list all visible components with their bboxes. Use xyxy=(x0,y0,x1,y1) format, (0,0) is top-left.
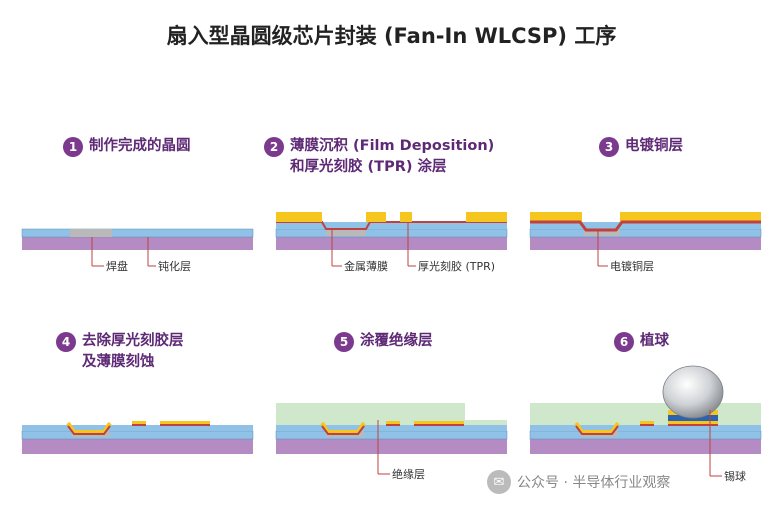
diagram-step-2: 金属薄膜 厚光刻胶 (TPR) xyxy=(275,212,508,273)
diagram-step-1: 焊盘 钝化层 xyxy=(21,228,254,273)
step-4-badge: 4 xyxy=(56,332,76,352)
label-metal-film: 金属薄膜 xyxy=(344,259,388,273)
step-1-badge: 1 xyxy=(63,137,83,157)
step-5-badge: 5 xyxy=(334,332,354,352)
solder-ball xyxy=(662,365,724,419)
step-3-title: 电镀铜层 xyxy=(625,138,683,154)
step-6-title: 植球 xyxy=(640,333,669,349)
passivation-layer xyxy=(21,228,254,238)
step-3-badge: 3 xyxy=(599,137,619,157)
step-6-badge: 6 xyxy=(614,332,634,352)
step-2-header: 2 薄膜沉积 (Film Deposition) 和厚光刻胶 (TPR) 涂层 xyxy=(264,136,494,178)
diagram-step-5: 绝缘层 xyxy=(275,403,508,481)
step-2-badge: 2 xyxy=(264,137,284,157)
diagram-step-6: 锡球 xyxy=(529,365,762,483)
bond-pad xyxy=(70,229,112,237)
label-pad: 焊盘 xyxy=(106,259,128,273)
label-passivation: 钝化层 xyxy=(158,259,191,273)
step-2-title: 薄膜沉积 (Film Deposition) 和厚光刻胶 (TPR) 涂层 xyxy=(290,138,495,175)
step-5-title: 涂覆绝缘层 xyxy=(360,333,433,349)
label-copper: 电镀铜层 xyxy=(610,259,654,273)
label-solder: 锡球 xyxy=(724,469,746,483)
step-6-header: 6 植球 xyxy=(614,331,669,352)
watermark-text: 公众号 · 半导体行业观察 xyxy=(517,475,671,491)
watermark: ✉ 公众号 · 半导体行业观察 xyxy=(487,470,670,494)
label-insulation: 绝缘层 xyxy=(392,467,425,481)
diagram-step-3: 电镀铜层 xyxy=(529,212,762,273)
page-title: 扇入型晶圆级芯片封装 (Fan-In WLCSP) 工序 xyxy=(166,24,617,48)
wechat-icon: ✉ xyxy=(487,470,511,494)
step-1-title: 制作完成的晶圆 xyxy=(89,138,191,154)
step-1-header: 1 制作完成的晶圆 xyxy=(63,136,191,157)
substrate xyxy=(22,236,253,250)
step-4-header: 4 去除厚光刻胶层 及薄膜刻蚀 xyxy=(56,331,184,373)
label-tpr: 厚光刻胶 (TPR) xyxy=(418,259,495,273)
step-3-header: 3 电镀铜层 xyxy=(599,136,683,157)
step-5-header: 5 涂覆绝缘层 xyxy=(334,331,433,352)
step-4-title: 去除厚光刻胶层 及薄膜刻蚀 xyxy=(82,333,184,370)
diagram-step-4 xyxy=(21,421,254,454)
